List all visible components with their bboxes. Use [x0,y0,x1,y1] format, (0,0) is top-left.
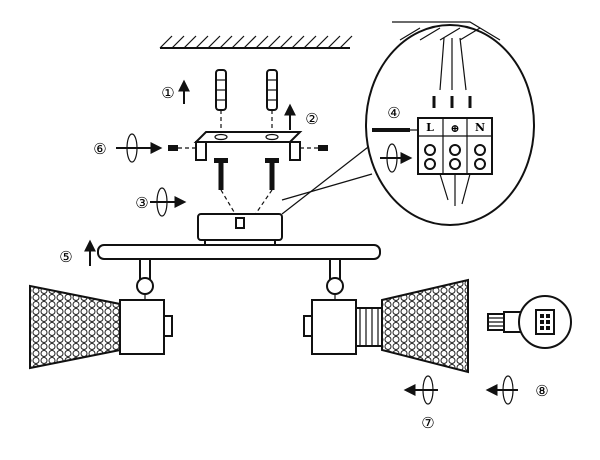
wall-plug-icon [215,69,278,111]
rotation-arrow-icon [403,375,438,405]
step-label: ② [305,110,318,128]
terminal-label-live: L [426,121,434,134]
terminal-label-neutral: N [475,121,485,134]
step-label: ⑦ [421,414,434,432]
screw-icon [168,145,328,151]
ceiling-hatch-icon [159,35,353,49]
terminal-detail: L ⊕ N [365,21,535,226]
step-label: ③ [135,194,148,212]
step-label: ④ [387,104,400,122]
ceiling-canopy [197,213,283,247]
rotation-arrow-icon [150,187,187,217]
led-bulb-icon [487,295,572,349]
step-label: ⑥ [93,140,106,158]
rotation-arrow-icon [380,143,413,173]
step-label: ⑧ [535,382,548,400]
rotation-arrow-icon [116,133,163,163]
step-label: ⑤ [59,248,72,266]
mounting-bracket-icon [193,131,303,161]
rotation-arrow-icon [485,375,518,405]
step-label: ① [161,84,174,102]
terminal-label-earth: ⊕ [450,122,459,135]
screw-icon [214,158,279,190]
lamp-bar-icon [97,244,381,295]
spotlight-head-icon [303,278,469,374]
spotlight-head-icon [29,284,173,370]
